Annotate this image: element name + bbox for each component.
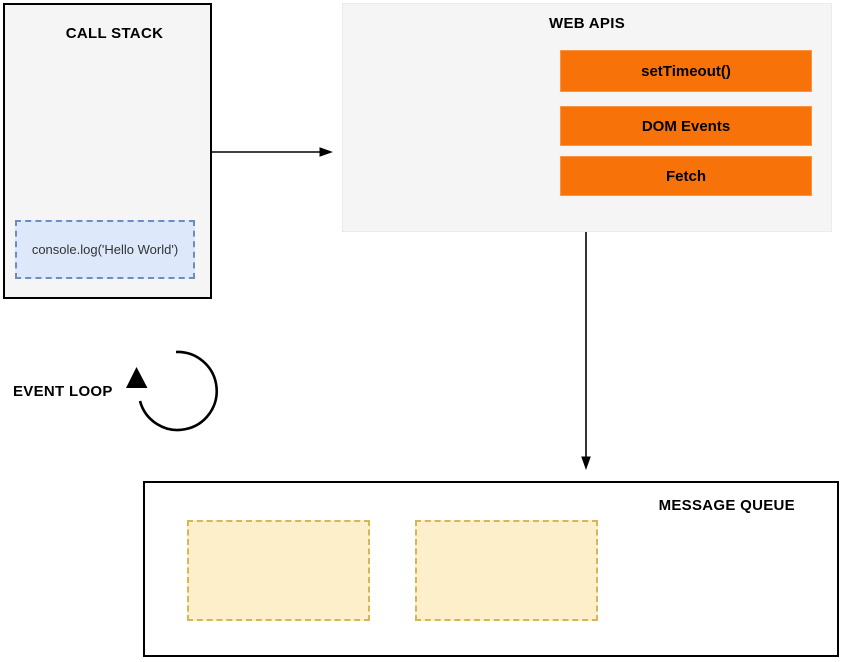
message-queue-title: MESSAGE QUEUE (658, 497, 795, 514)
api-dom-events: DOM Events (560, 106, 812, 146)
api-dom-events-label: DOM Events (641, 117, 731, 135)
stack-frame-console-log: console.log('Hello World') (15, 220, 195, 279)
queue-task (415, 520, 598, 621)
callstack-to-webapis-arrow (212, 147, 333, 157)
api-fetch: Fetch (560, 156, 812, 196)
web-apis-title: WEB APIS (548, 15, 625, 32)
event-loop-label: EVENT LOOP (13, 383, 113, 400)
api-settimeout: setTimeout() (560, 50, 812, 92)
stack-frame-label: console.log('Hello World') (31, 242, 179, 257)
api-settimeout-label: setTimeout() (641, 62, 731, 80)
queue-task (187, 520, 370, 621)
webapis-to-queue-arrow (581, 232, 591, 470)
call-stack-title: CALL STACK (65, 25, 164, 42)
api-fetch-label: Fetch (665, 167, 706, 185)
event-loop-icon (126, 350, 218, 432)
